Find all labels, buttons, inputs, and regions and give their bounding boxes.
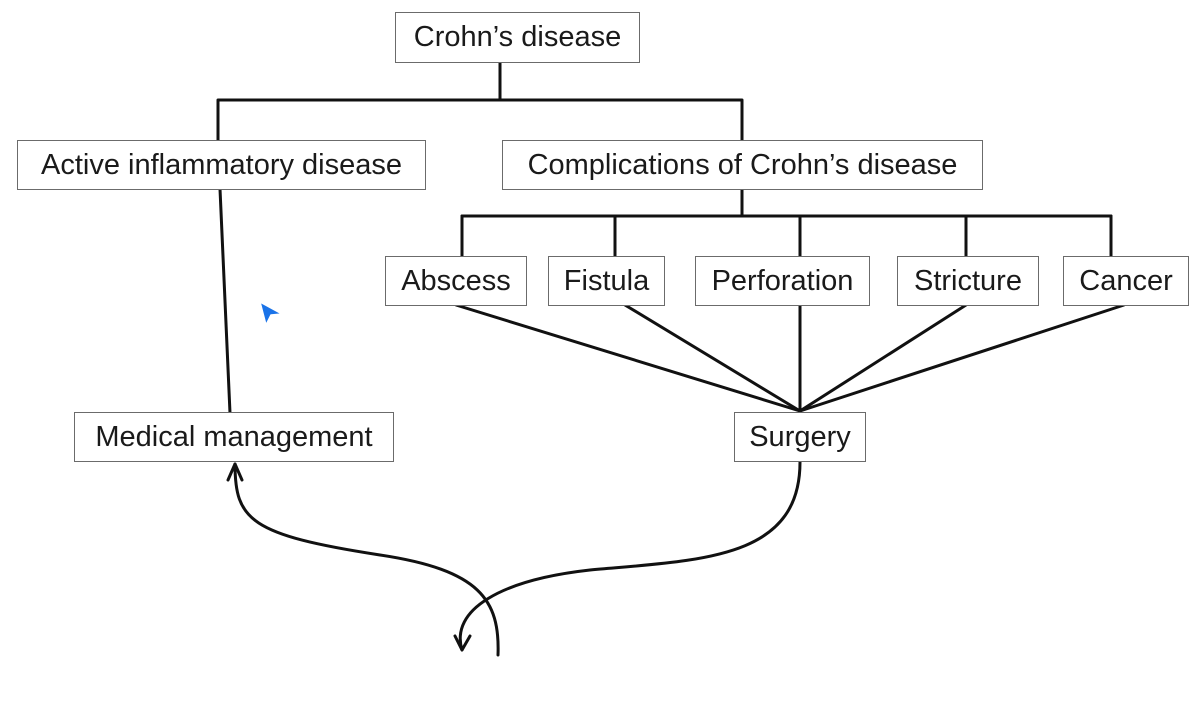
- node-cancer-label: Cancer: [1079, 264, 1173, 297]
- node-active-inflammatory-disease: Active inflammatory disease: [17, 140, 426, 190]
- node-stricture: Stricture: [897, 256, 1039, 306]
- node-stricture-label: Stricture: [914, 264, 1022, 297]
- node-perforation: Perforation: [695, 256, 870, 306]
- node-active-inflammatory-disease-label: Active inflammatory disease: [40, 148, 403, 181]
- arrowhead-medical: [226, 462, 244, 482]
- curve-surgery-to-loop: [458, 460, 802, 652]
- node-crohns-disease: Crohn’s disease: [395, 12, 640, 63]
- node-fistula-label: Fistula: [563, 264, 650, 297]
- connector-active-to-medical: [218, 187, 232, 415]
- node-cancer: Cancer: [1063, 256, 1189, 306]
- mouse-pointer-icon: [259, 301, 283, 326]
- node-fistula: Fistula: [548, 256, 665, 306]
- node-surgery: Surgery: [734, 412, 866, 462]
- connector-fistula-to-surgery: [623, 303, 802, 413]
- connector-abscess-to-surgery: [454, 303, 802, 413]
- connector-cancer-to-surgery: [798, 303, 1126, 413]
- arrowhead-loop: [453, 634, 472, 652]
- node-medical-management: Medical management: [74, 412, 394, 462]
- node-complications: Complications of Crohn’s disease: [502, 140, 983, 190]
- node-abscess-label: Abscess: [401, 264, 511, 297]
- node-abscess: Abscess: [385, 256, 527, 306]
- node-surgery-label: Surgery: [749, 420, 851, 453]
- node-complications-label: Complications of Crohn’s disease: [527, 148, 958, 181]
- connector-complications-bus: [460, 188, 1113, 218]
- node-perforation-label: Perforation: [711, 264, 854, 297]
- node-crohns-disease-label: Crohn’s disease: [413, 21, 622, 53]
- connector-stricture-to-surgery: [798, 303, 968, 413]
- curve-loop-to-medical: [233, 462, 500, 657]
- node-medical-management-label: Medical management: [95, 420, 373, 453]
- connector-root-to-branches: [216, 60, 744, 142]
